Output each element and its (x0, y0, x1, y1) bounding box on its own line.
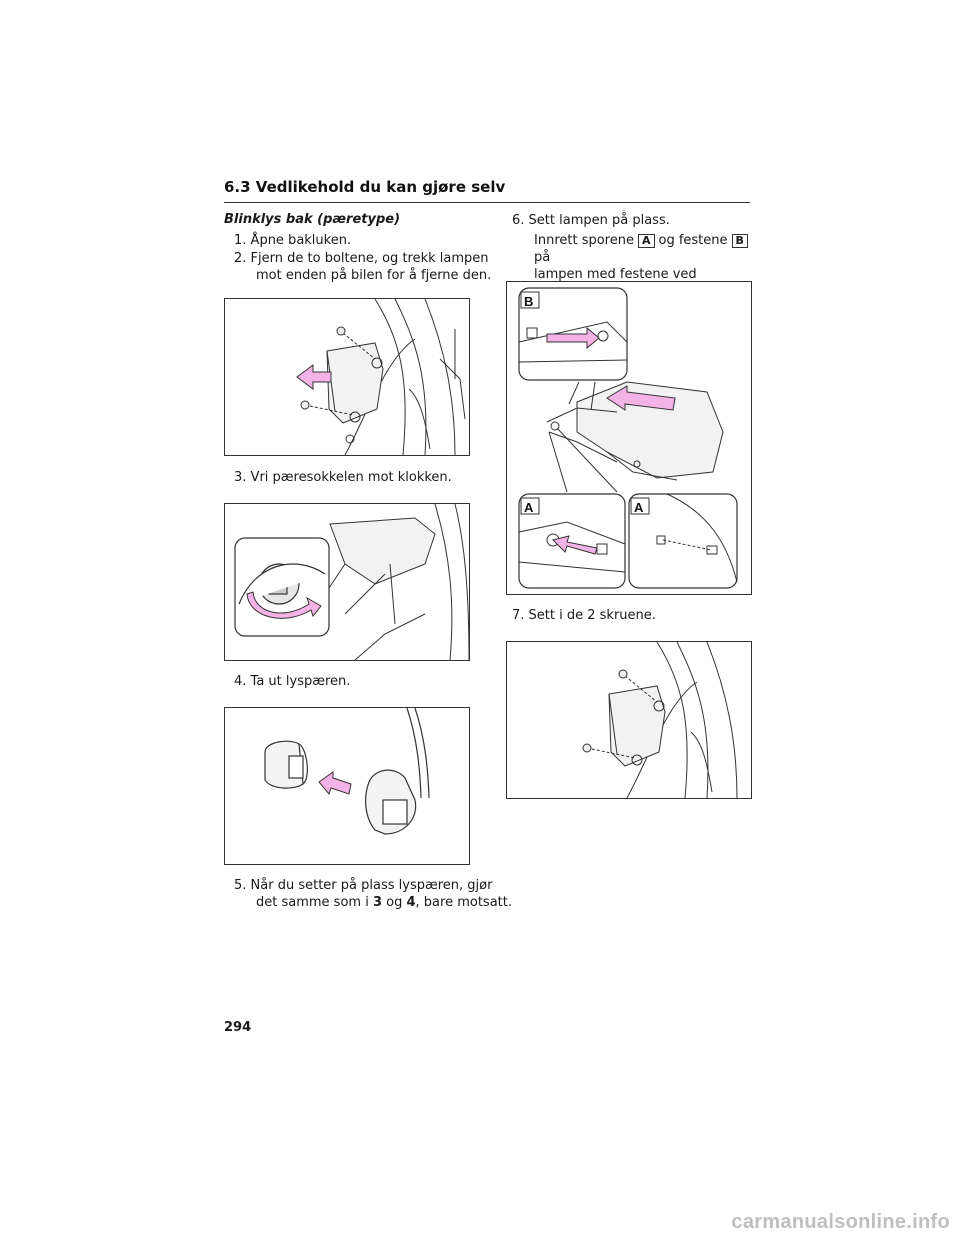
step-reference: 3 (372, 895, 382, 910)
arrow-pull-lamp (296, 364, 332, 390)
step-text-continued: det samme som i 3 og 4, bare motsatt. (256, 895, 512, 910)
step-text: Fjern de to boltene, og trekk lampen (250, 251, 489, 266)
step-text: Åpne bakluken. (250, 233, 352, 248)
figure-insert-screws (506, 641, 752, 799)
step-2: 2. Fjern de to boltene, og trekk lampen … (234, 250, 491, 284)
step-4: 4. Ta ut lyspæren. (234, 673, 350, 690)
figure-remove-bulb (224, 707, 470, 865)
page-number: 294 (224, 1020, 252, 1035)
label-b: B (731, 234, 748, 248)
step-3: 3. Vri pæresokkelen mot klokken. (234, 469, 452, 486)
step-number: 2. (234, 251, 247, 266)
callout-label-b: B (524, 294, 533, 309)
arrow-push-lamp (606, 385, 676, 411)
step-number: 3. (234, 470, 247, 485)
label-a: A (637, 234, 655, 248)
step-number: 7. (512, 608, 525, 623)
step-text-continued: mot enden på bilen for å fjerne den. (256, 268, 492, 283)
step-number: 4. (234, 674, 247, 689)
callout-label-a-2: A (634, 500, 644, 515)
figure-install-lamp: B A A (506, 281, 752, 595)
step-text: Ta ut lyspæren. (250, 674, 351, 689)
step-7: 7. Sett i de 2 skruene. (512, 607, 656, 624)
arrow-pull-bulb (318, 771, 352, 796)
step-1: 1. Åpne bakluken. (234, 232, 351, 249)
step-text: Når du setter på plass lyspæren, gjør (250, 878, 493, 893)
callout-label-a: A (524, 500, 534, 515)
figure-remove-bolts (224, 298, 470, 456)
arrow-rotate-counterclockwise (246, 591, 322, 619)
step-number: 5. (234, 878, 247, 893)
step-text: Vri pæresokkelen mot klokken. (250, 470, 452, 485)
step-number: 6. (512, 213, 525, 228)
arrow-insert-b (546, 326, 600, 350)
step-number: 1. (234, 233, 247, 248)
watermark: carmanualsonline.info (731, 1211, 950, 1233)
subheading: Blinklys bak (pæretype) (224, 212, 401, 227)
step-text: Sett lampen på plass. (528, 213, 670, 228)
section-header: 6.3 Vedlikehold du kan gjøre selv (224, 178, 750, 203)
figure-rotate-socket (224, 503, 470, 661)
arrow-insert-a (552, 535, 598, 555)
step-reference: 4 (406, 895, 416, 910)
step-5: 5. Når du setter på plass lyspæren, gjør… (234, 877, 512, 911)
step-text: Sett i de 2 skruene. (528, 608, 656, 623)
